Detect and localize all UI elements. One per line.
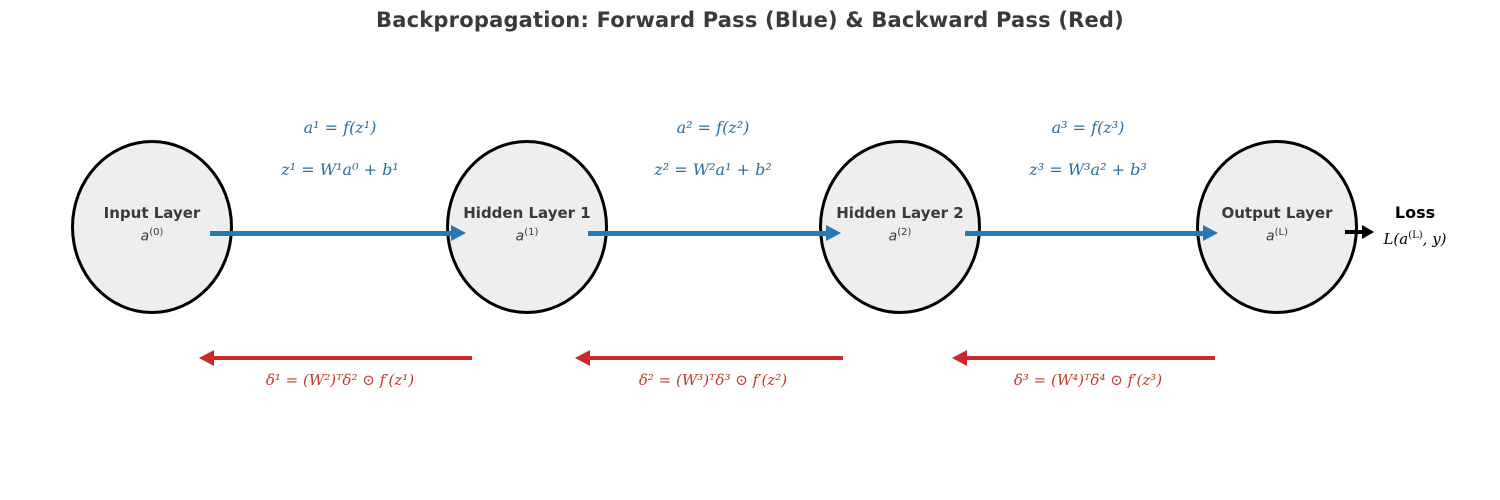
node-input-layer[interactable] [71, 140, 233, 314]
loss-formula-superscript: (L) [1408, 230, 1423, 241]
forward-preactivation-equation-1: z¹ = W¹a⁰ + b¹ [281, 160, 399, 179]
loss-formula-suffix: , y) [1422, 230, 1447, 248]
forward-arrow-1 [210, 225, 466, 241]
forward-arrow-3 [965, 225, 1218, 241]
loss-label: Loss [1394, 203, 1436, 222]
backward-arrow-3 [952, 350, 1215, 366]
node-output-layer[interactable] [1196, 140, 1358, 314]
loss-formula: L(a(L), y) [1330, 230, 1500, 248]
forward-activation-equation-2: a² = f(z²) [676, 118, 750, 137]
forward-preactivation-equation-2: z² = W²a¹ + b² [654, 160, 772, 179]
forward-arrow-2 [588, 225, 841, 241]
page-title: Backpropagation: Forward Pass (Blue) & B… [376, 8, 1124, 32]
backward-arrow-1 [199, 350, 472, 366]
loss-arrow [1345, 225, 1374, 239]
loss-annotation: Loss L(a(L), y) [1330, 203, 1500, 248]
backward-delta-equation-2: δ² = (W³)ᵀδ³ ⊙ f′(z²) [638, 371, 788, 389]
forward-preactivation-equation-3: z³ = W³a² + b³ [1029, 160, 1147, 179]
forward-activation-equation-3: a³ = f(z³) [1051, 118, 1125, 137]
node-hidden-layer-2[interactable] [819, 140, 981, 314]
backward-delta-equation-3: δ³ = (W⁴)ᵀδ⁴ ⊙ f′(z³) [1013, 371, 1163, 389]
forward-activation-equation-1: a¹ = f(z¹) [303, 118, 377, 137]
loss-formula-prefix: L(a [1383, 230, 1409, 248]
backward-delta-equation-1: δ¹ = (W²)ᵀδ² ⊙ f′(z¹) [265, 371, 415, 389]
backward-arrow-2 [575, 350, 843, 366]
node-hidden-layer-1[interactable] [446, 140, 608, 314]
